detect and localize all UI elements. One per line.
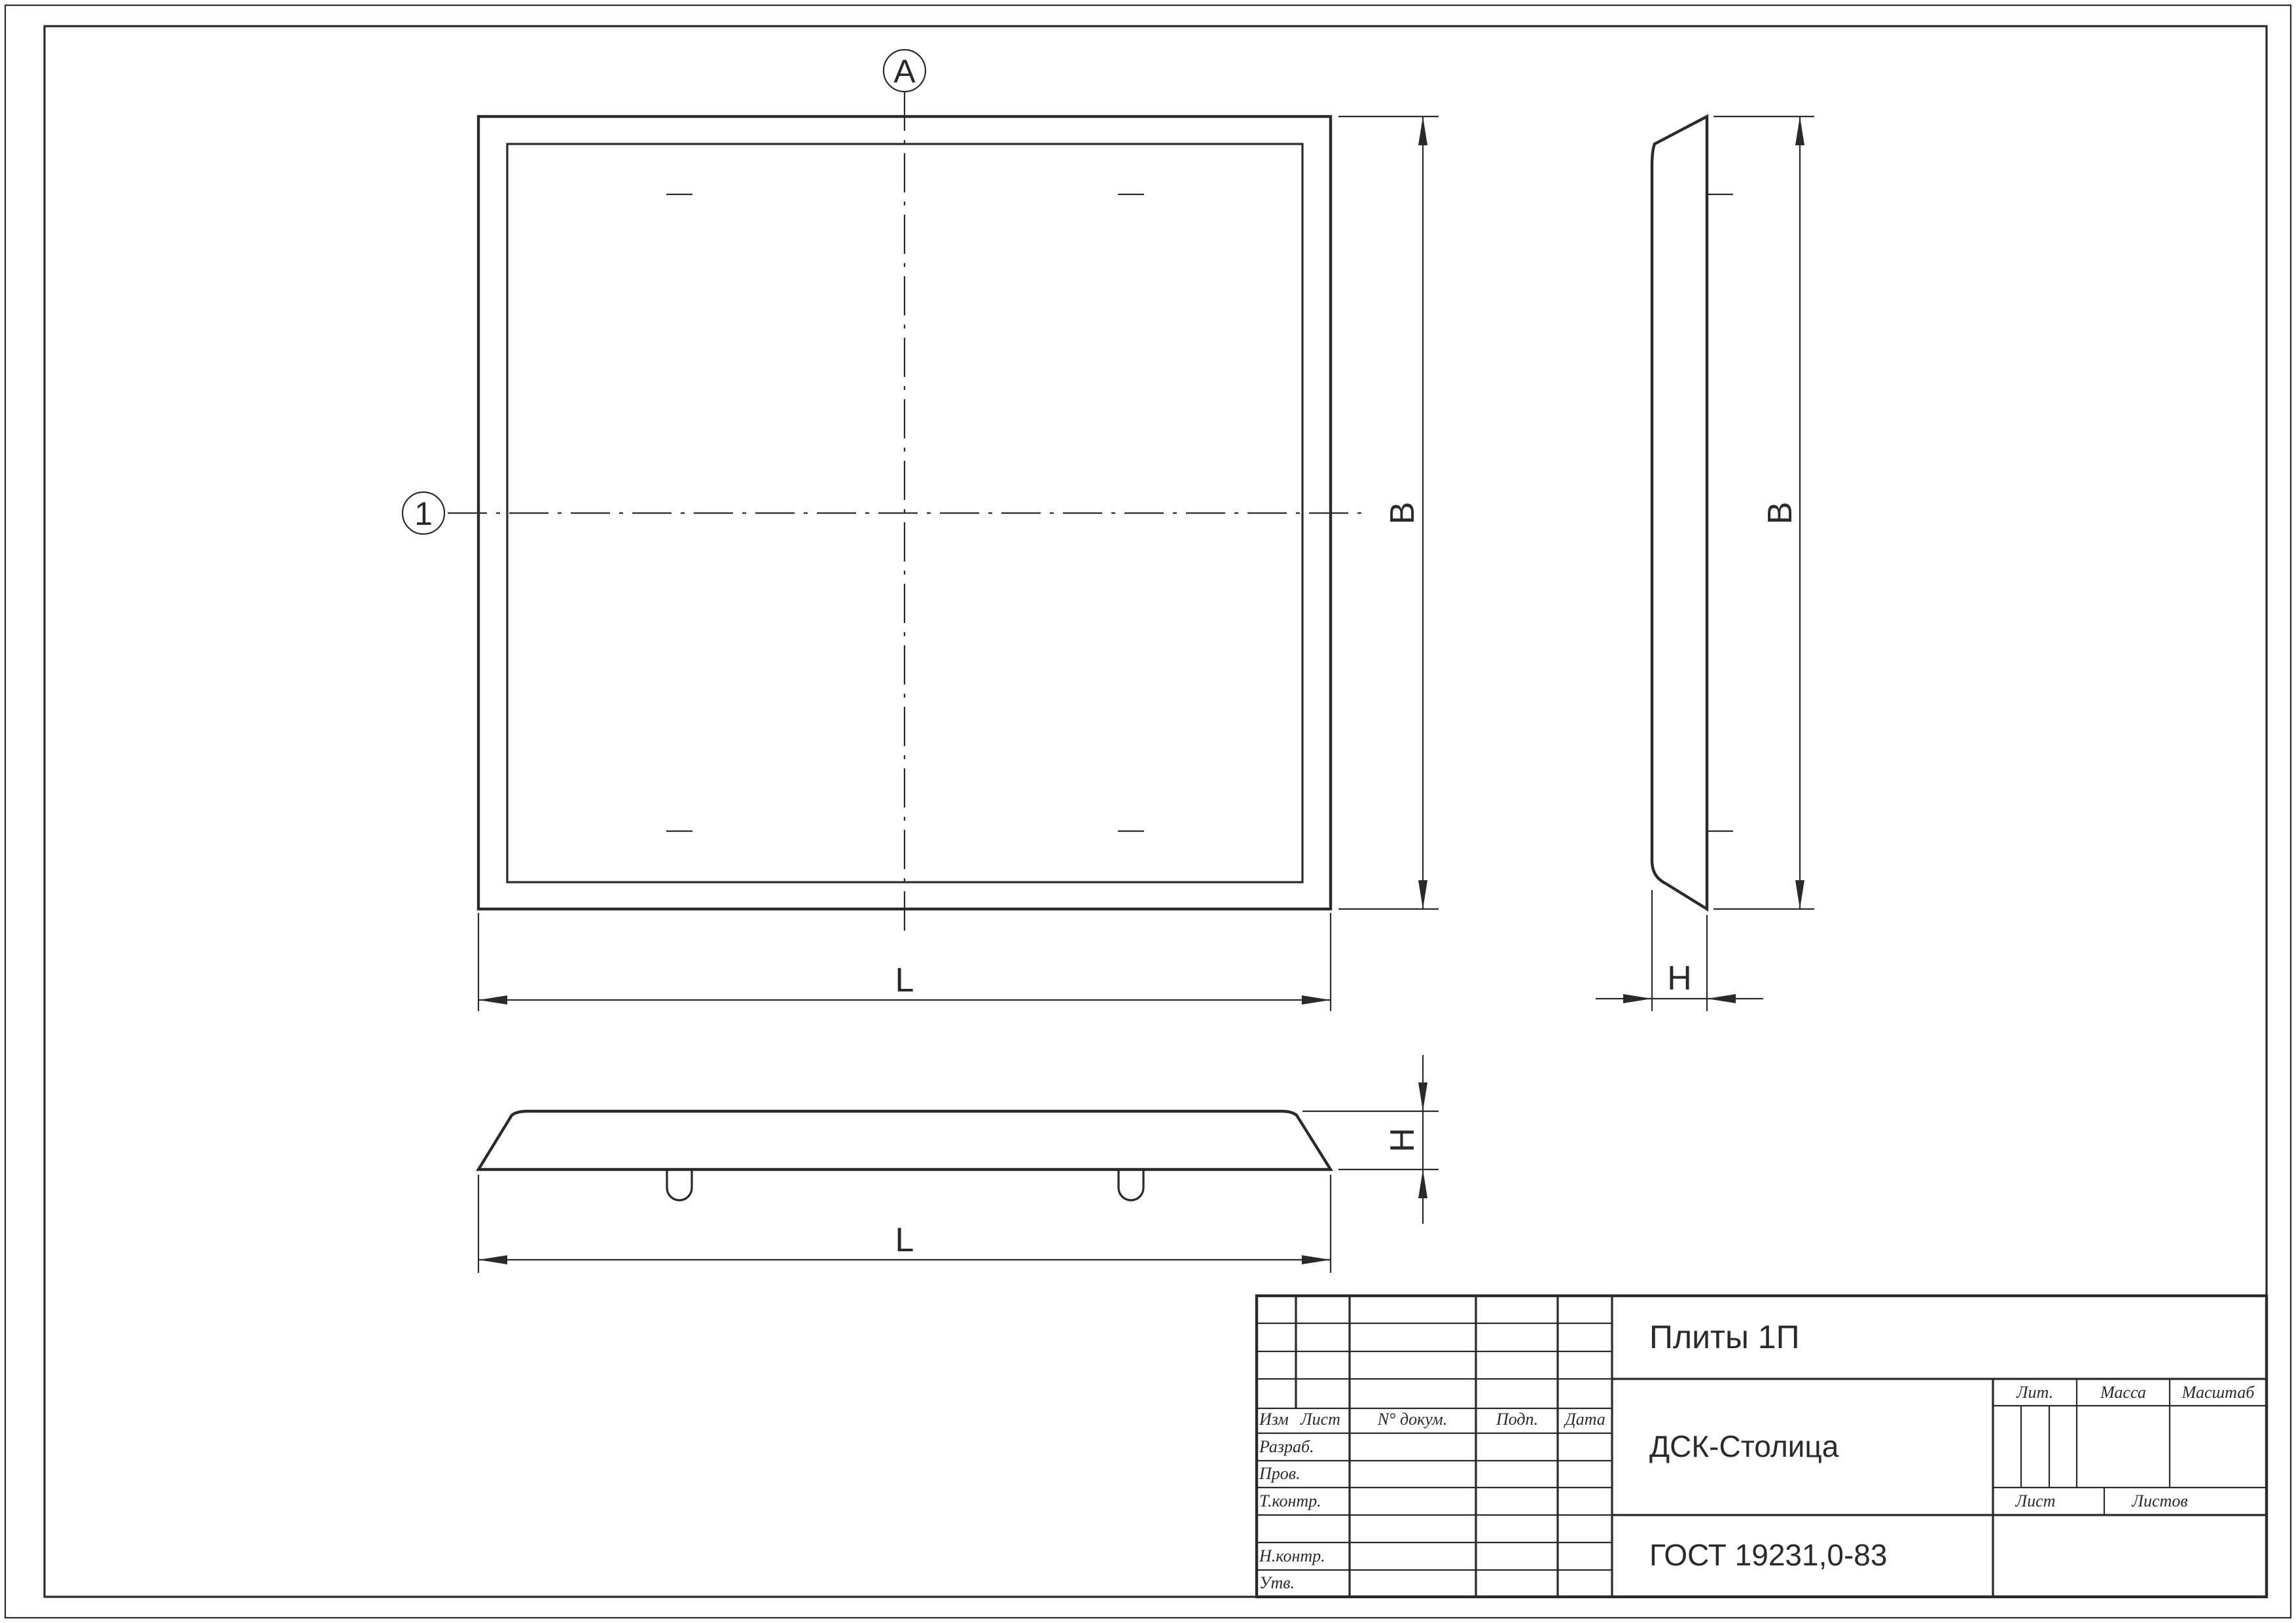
axis-label-1: 1 bbox=[414, 495, 433, 532]
dim-arrow bbox=[1302, 995, 1331, 1005]
dim-arrow bbox=[1795, 880, 1804, 909]
tb-meta-sheets: Листов bbox=[2131, 1491, 2187, 1510]
tb-row-norm-control: Н.контр. bbox=[1259, 1546, 1325, 1565]
dim-label-width-side: B bbox=[1761, 502, 1799, 525]
dim-arrow bbox=[1795, 116, 1804, 145]
plan-view: A 1 L B bbox=[401, 48, 1439, 1011]
dim-arrow bbox=[478, 1255, 507, 1264]
dim-arrow bbox=[478, 995, 507, 1005]
title-block: Изм Лист N° докум. Подп. Дата Разраб. Пр… bbox=[1255, 1294, 2269, 1599]
tb-header-sign: Подп. bbox=[1496, 1410, 1538, 1429]
lifting-loop bbox=[666, 1169, 693, 1202]
tb-meta-lit: Лит. bbox=[2016, 1383, 2053, 1402]
dim-label-length-front: L bbox=[895, 1221, 914, 1259]
axis-bubble-1 bbox=[401, 491, 446, 535]
drawing-frame bbox=[43, 25, 2268, 1598]
tb-row-tech-control: Т.контр. bbox=[1259, 1491, 1321, 1510]
tb-header-doc: N° докум. bbox=[1377, 1410, 1448, 1429]
dim-arrow bbox=[1302, 1255, 1331, 1264]
dim-arrow bbox=[1707, 994, 1736, 1003]
tb-header-izm: Изм bbox=[1259, 1410, 1289, 1429]
tb-header-list: Лист bbox=[1300, 1410, 1340, 1429]
front-view: L H bbox=[476, 1055, 1439, 1273]
title-block-frame bbox=[1255, 1294, 2269, 1599]
dim-label-height-side: H bbox=[1667, 959, 1692, 997]
sheet-outer-border bbox=[4, 4, 2292, 1619]
tb-organization: ДСК-Столица bbox=[1649, 1429, 1839, 1463]
dim-arrow bbox=[1418, 1169, 1427, 1198]
side-view: B H bbox=[1596, 114, 1814, 1011]
axis-bubble-a bbox=[882, 48, 927, 93]
dim-label-height-front: H bbox=[1384, 1128, 1422, 1152]
front-view-contour bbox=[476, 1109, 1333, 1171]
dim-label-length-plan: L bbox=[895, 961, 914, 999]
dim-arrow bbox=[1418, 1082, 1427, 1111]
tb-meta-mass: Масса bbox=[2100, 1383, 2146, 1402]
tb-row-approved: Утв. bbox=[1259, 1573, 1295, 1592]
axis-label-a: A bbox=[893, 53, 916, 90]
tb-standard: ГОСТ 19231,0-83 bbox=[1649, 1538, 1887, 1572]
dim-arrow bbox=[1418, 880, 1427, 909]
tb-header-date: Дата bbox=[1563, 1410, 1605, 1429]
lifting-loop bbox=[1117, 1169, 1145, 1202]
tb-row-checked: Пров. bbox=[1259, 1464, 1300, 1483]
dim-label-width-plan: B bbox=[1384, 502, 1422, 525]
tb-product-title: Плиты 1П bbox=[1649, 1319, 1800, 1355]
dim-arrow bbox=[1418, 116, 1427, 145]
side-view-contour bbox=[1650, 114, 1709, 912]
dim-arrow bbox=[1623, 994, 1652, 1003]
tb-meta-scale: Масштаб bbox=[2181, 1383, 2255, 1402]
tb-meta-sheet: Лист bbox=[2015, 1491, 2056, 1510]
tb-row-developer: Разраб. bbox=[1259, 1437, 1314, 1456]
